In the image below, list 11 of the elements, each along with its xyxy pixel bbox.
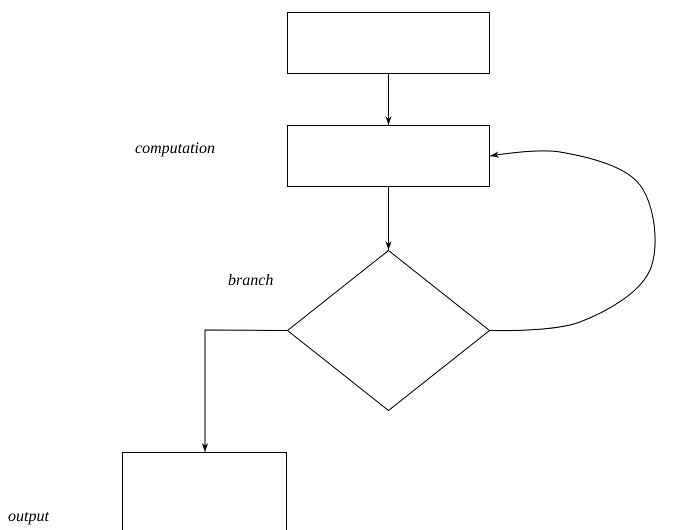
node-caption: branch (228, 272, 274, 290)
arrow (385, 74, 392, 126)
arrow (490, 150, 656, 332)
decision-diamond (287, 250, 490, 411)
diagram-label: computation (135, 140, 215, 158)
process-box (122, 452, 287, 530)
diagram-label: output (8, 508, 49, 526)
arrow (385, 186, 392, 250)
process-box (287, 12, 490, 74)
process-box (287, 125, 490, 187)
arrow (202, 330, 288, 452)
